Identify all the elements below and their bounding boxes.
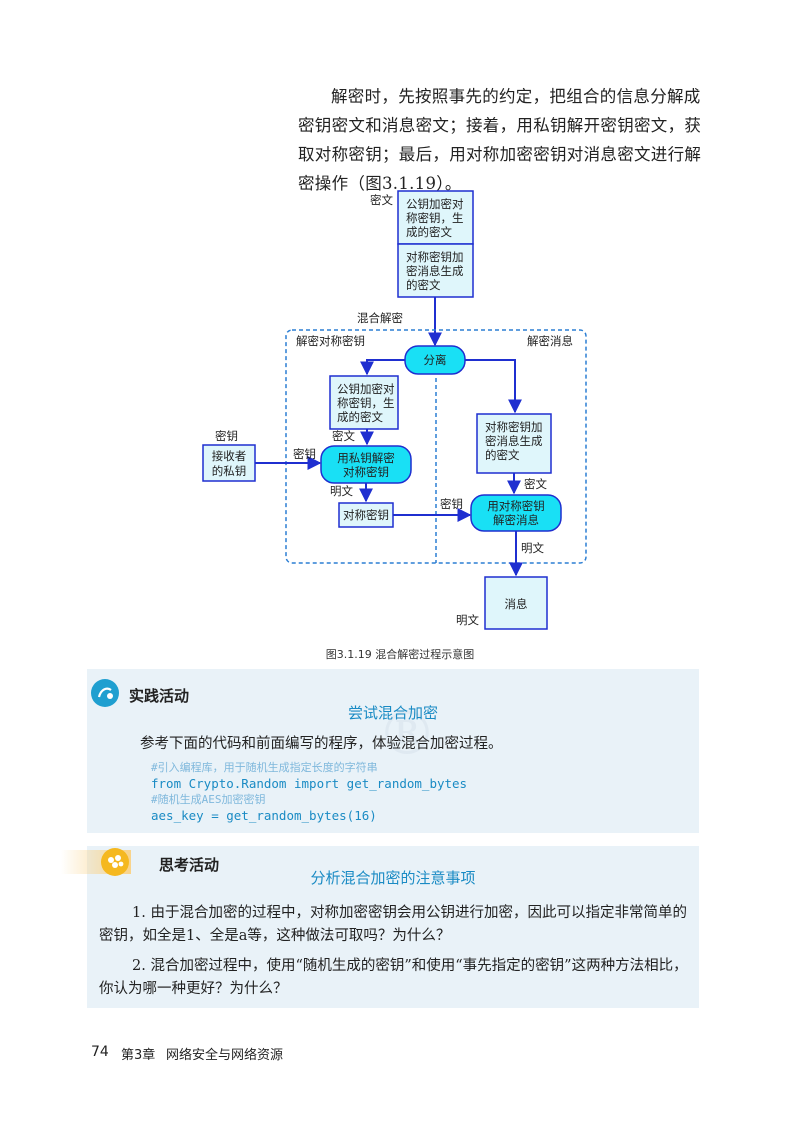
practice-activity-icon: [91, 679, 119, 707]
box-key-ciphertext-2-line3: 成的密文: [337, 410, 383, 424]
practice-activity-title: 尝试混合加密: [347, 704, 438, 722]
label-hybrid-decrypt: 混合解密: [357, 311, 403, 325]
box-key-ciphertext-line2: 称密钥，生: [406, 211, 464, 225]
thinking-section-title: 思考活动: [159, 856, 220, 874]
footer-chapter-title: 网络安全与网络资源: [166, 1048, 284, 1063]
box-private-key-line2: 的私钥: [212, 464, 247, 478]
hybrid-decryption-diagram: 密文 公钥加密对 称密钥，生 成的密文 对称密钥加 密消息生成 的密文 混合解密…: [202, 190, 587, 630]
practice-instruction: 参考下面的代码和前面编写的程序，体验混合加密过程。: [140, 736, 503, 752]
code-line-import: from Crypto.Random import get_random_byt…: [151, 776, 468, 791]
box-message-ciphertext-2-line2: 密消息生成: [485, 434, 543, 448]
box-message-label: 消息: [505, 597, 528, 611]
thinking-question-2: 2. 混合加密过程中，使用“随机生成的密钥”和使用“事先指定的密钥”这两种方法相…: [99, 958, 688, 997]
box-message-ciphertext: [397, 243, 474, 298]
label-ciphertext-2: 密文: [332, 429, 355, 443]
box-message-ciphertext-line2: 密消息生成: [406, 264, 464, 278]
thinking-activity-title: 分析混合加密的注意事项: [310, 869, 476, 887]
intro-paragraph: 解密时，先按照事先的约定，把组合的信息分解成密钥密文和消息密文；接着，用私钥解开…: [298, 87, 702, 193]
thinking-question-1: 1. 由于混合加密的过程中，对称加密密钥会用公钥进行加密，因此可以指定非常简单的…: [99, 905, 687, 944]
thinking-activity-panel: 思考活动 分析混合加密的注意事项 1. 由于混合加密的过程中，对称加密密钥会用公…: [61, 846, 699, 1008]
decrypt-symmetric-line1: 用对称密钥: [487, 499, 545, 513]
box-key-ciphertext-line3: 成的密文: [406, 225, 452, 239]
box-key-ciphertext-line1: 公钥加密对: [406, 197, 464, 211]
code-comment-2: #随机生成AES加密密钥: [151, 793, 266, 806]
hybrid-decrypt-region: [285, 329, 587, 564]
split-node-label: 分离: [424, 353, 447, 367]
box-key-ciphertext-2: [329, 375, 399, 430]
code-comment-1: #引入编程库，用于随机生成指定长度的字符串: [151, 761, 378, 774]
label-decrypt-symkey: 解密对称密钥: [296, 334, 365, 348]
figure-caption: 图3.1.19 混合解密过程示意图: [325, 648, 475, 661]
box-private-key: [202, 444, 256, 482]
box-key-ciphertext: [397, 190, 474, 245]
label-key: 密钥: [215, 429, 238, 443]
label-decrypt-message: 解密消息: [527, 334, 573, 348]
code-line-key: aes_key = get_random_bytes(16): [151, 808, 377, 823]
label-plaintext-1: 明文: [330, 484, 353, 498]
label-key-3: 密钥: [440, 497, 463, 511]
box-message-ciphertext-line1: 对称密钥加: [406, 250, 464, 264]
box-key-ciphertext-2-line2: 称密钥，生: [337, 396, 395, 410]
box-symmetric-key-label: 对称密钥: [343, 508, 389, 522]
box-message-ciphertext-line3: 的密文: [406, 278, 441, 292]
decrypt-symmetric-line2: 解密消息: [493, 513, 539, 527]
box-message-ciphertext-2-line1: 对称密钥加: [485, 420, 543, 434]
thinking-activity-icon: [101, 848, 129, 876]
label-plaintext-2: 明文: [521, 541, 544, 555]
label-ciphertext-top: 密文: [370, 193, 393, 207]
page-number: 74: [91, 1044, 109, 1060]
decrypt-private-key-line1: 用私钥解密: [337, 451, 395, 465]
code-block: #引入编程库，用于随机生成指定长度的字符串 from Crypto.Random…: [151, 760, 467, 824]
box-message-ciphertext-2-line3: 的密文: [485, 448, 520, 462]
footer-chapter: 第3章: [121, 1048, 156, 1063]
label-key-2: 密钥: [293, 447, 316, 461]
practice-activity-panel: ® 实践活动 尝试混合加密 参考下面的代码和前面编写的程序，体验混合加密过程。 …: [87, 669, 699, 833]
box-symmetric-key: [338, 502, 394, 528]
label-ciphertext-3: 密文: [524, 477, 547, 491]
box-key-ciphertext-2-line1: 公钥加密对: [337, 382, 395, 396]
box-message: [484, 576, 548, 630]
box-private-key-line1: 接收者: [212, 449, 247, 463]
practice-section-title: 实践活动: [129, 687, 190, 705]
label-plaintext-3: 明文: [456, 613, 479, 627]
watermark-symbol: ®: [377, 699, 437, 769]
decrypt-private-key-line2: 对称密钥: [343, 465, 389, 479]
